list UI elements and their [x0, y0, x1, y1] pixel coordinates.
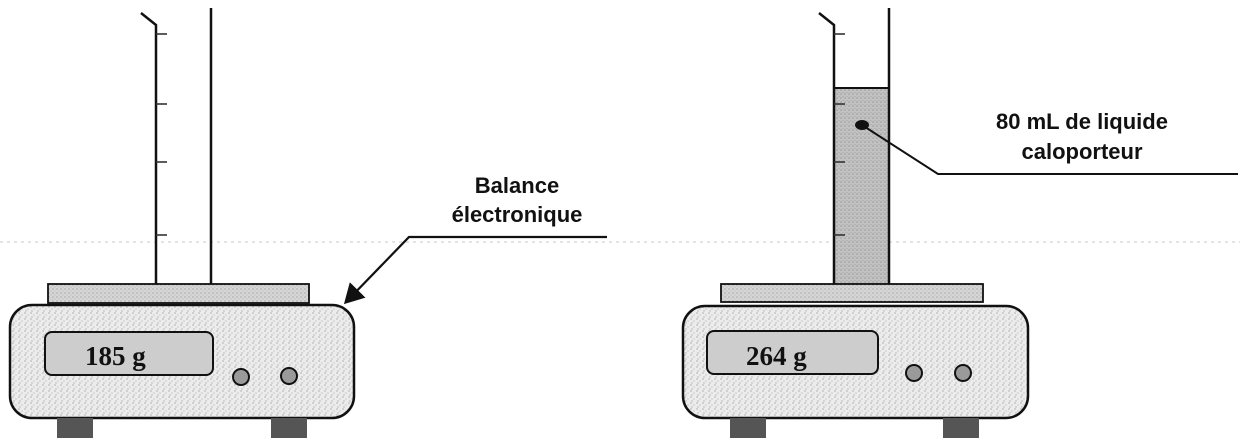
right-setup: 264 g: [681, 8, 1030, 438]
graduated-cylinder-empty: [140, 8, 213, 284]
balance-foot: [943, 418, 979, 438]
liquid-column: [834, 88, 889, 284]
knob-icon: [954, 364, 972, 382]
balance-foot: [730, 418, 766, 438]
liquid-label-line1: 80 mL de liquide: [996, 109, 1168, 134]
balance-annotation: Balance électronique: [343, 173, 607, 305]
knob-icon: [905, 364, 923, 382]
balance-plate: [47, 283, 310, 304]
left-setup: 185 g: [8, 8, 356, 438]
balance-display: [706, 330, 879, 375]
balance-foot: [57, 418, 93, 438]
display-readout: 264 g: [746, 341, 807, 371]
balance-label-line2: électronique: [452, 202, 583, 227]
liquid-label-line2: caloporteur: [1021, 139, 1142, 164]
arrow-icon: [343, 235, 607, 305]
balance-display: [44, 331, 214, 376]
balance-label-line1: Balance: [475, 173, 559, 198]
graduation-marks: [156, 33, 167, 236]
knob-icon: [232, 368, 250, 386]
knob-icon: [280, 367, 298, 385]
display-readout: 185 g: [85, 341, 146, 371]
balance-foot: [271, 418, 307, 438]
balance-plate: [720, 283, 984, 303]
graduated-cylinder-filled: [818, 8, 891, 284]
pointer-line: [861, 124, 1238, 175]
graduation-marks: [834, 33, 845, 236]
liquid-annotation: 80 mL de liquide caloporteur: [855, 109, 1238, 175]
